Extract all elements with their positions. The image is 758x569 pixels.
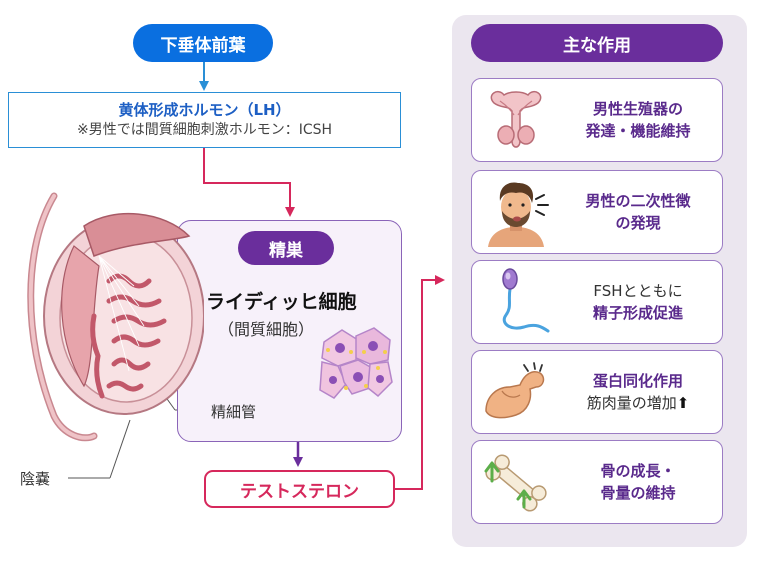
testosterone-box: テストステロン bbox=[204, 470, 395, 508]
male-reproductive-organ-icon bbox=[490, 91, 542, 148]
action-5-line1: 骨の成長・ bbox=[600, 462, 676, 480]
scrotum-label: 陰嚢 bbox=[20, 470, 51, 488]
action-3-line1: FSHとともに bbox=[593, 282, 683, 300]
leader-scrotum-diag bbox=[109, 419, 131, 479]
testis-label: 精巣 bbox=[238, 231, 334, 265]
bearded-man-icon bbox=[488, 182, 549, 247]
arrow-lh-to-testis bbox=[203, 148, 295, 217]
action-1-line1: 男性生殖器の bbox=[592, 100, 683, 118]
main-actions-title: 主な作用 bbox=[471, 24, 723, 62]
action-4-line2: 筋肉量の増加 bbox=[586, 394, 677, 412]
action-4-line1: 蛋白同化作用 bbox=[592, 372, 683, 390]
action-card-anabolic: 蛋白同化作用 筋肉量の増加⬆ bbox=[471, 350, 723, 434]
action-5-line2: 骨量の維持 bbox=[600, 484, 676, 502]
action-card-spermatogenesis: FSHとともに 精子形成促進 bbox=[471, 260, 723, 344]
leydig-cell-label: ライディッヒ細胞 bbox=[206, 291, 357, 313]
action-card-secondary-sex: 男性の二次性徴 の発現 bbox=[471, 170, 723, 254]
up-arrow-icon: ⬆ bbox=[676, 394, 690, 412]
action-1-line2: 発達・機能維持 bbox=[585, 122, 691, 140]
testis-illustration-icon bbox=[27, 192, 204, 442]
bone-icon bbox=[484, 454, 547, 512]
action-card-reproductive: 男性生殖器の 発達・機能維持 bbox=[471, 78, 723, 162]
pituitary-label: 下垂体前葉 bbox=[133, 24, 273, 62]
arrow-testosterone-to-actions bbox=[395, 275, 445, 490]
leydig-cells-icon bbox=[319, 327, 393, 399]
action-card-bone: 骨の成長・ 骨量の維持 bbox=[471, 440, 723, 524]
action-2-line2: の発現 bbox=[615, 214, 661, 232]
action-4-line2-wrap: 筋肉量の増加⬆ bbox=[587, 392, 690, 414]
sperm-icon bbox=[502, 268, 550, 333]
seminiferous-tubule-label: 精細管 bbox=[211, 403, 257, 421]
lh-box: 黄体形成ホルモン（LH） ※男性では間質細胞刺激ホルモン：ICSH bbox=[8, 92, 401, 148]
flexed-arm-icon bbox=[485, 362, 545, 419]
action-3-line2: 精子形成促進 bbox=[592, 304, 683, 322]
interstitial-cell-label: （間質細胞） bbox=[218, 320, 315, 339]
action-2-line1: 男性の二次性徴 bbox=[585, 192, 691, 210]
lh-subtitle: ※男性では間質細胞刺激ホルモン：ICSH bbox=[76, 122, 333, 138]
lh-title: 黄体形成ホルモン（LH） bbox=[118, 101, 291, 119]
